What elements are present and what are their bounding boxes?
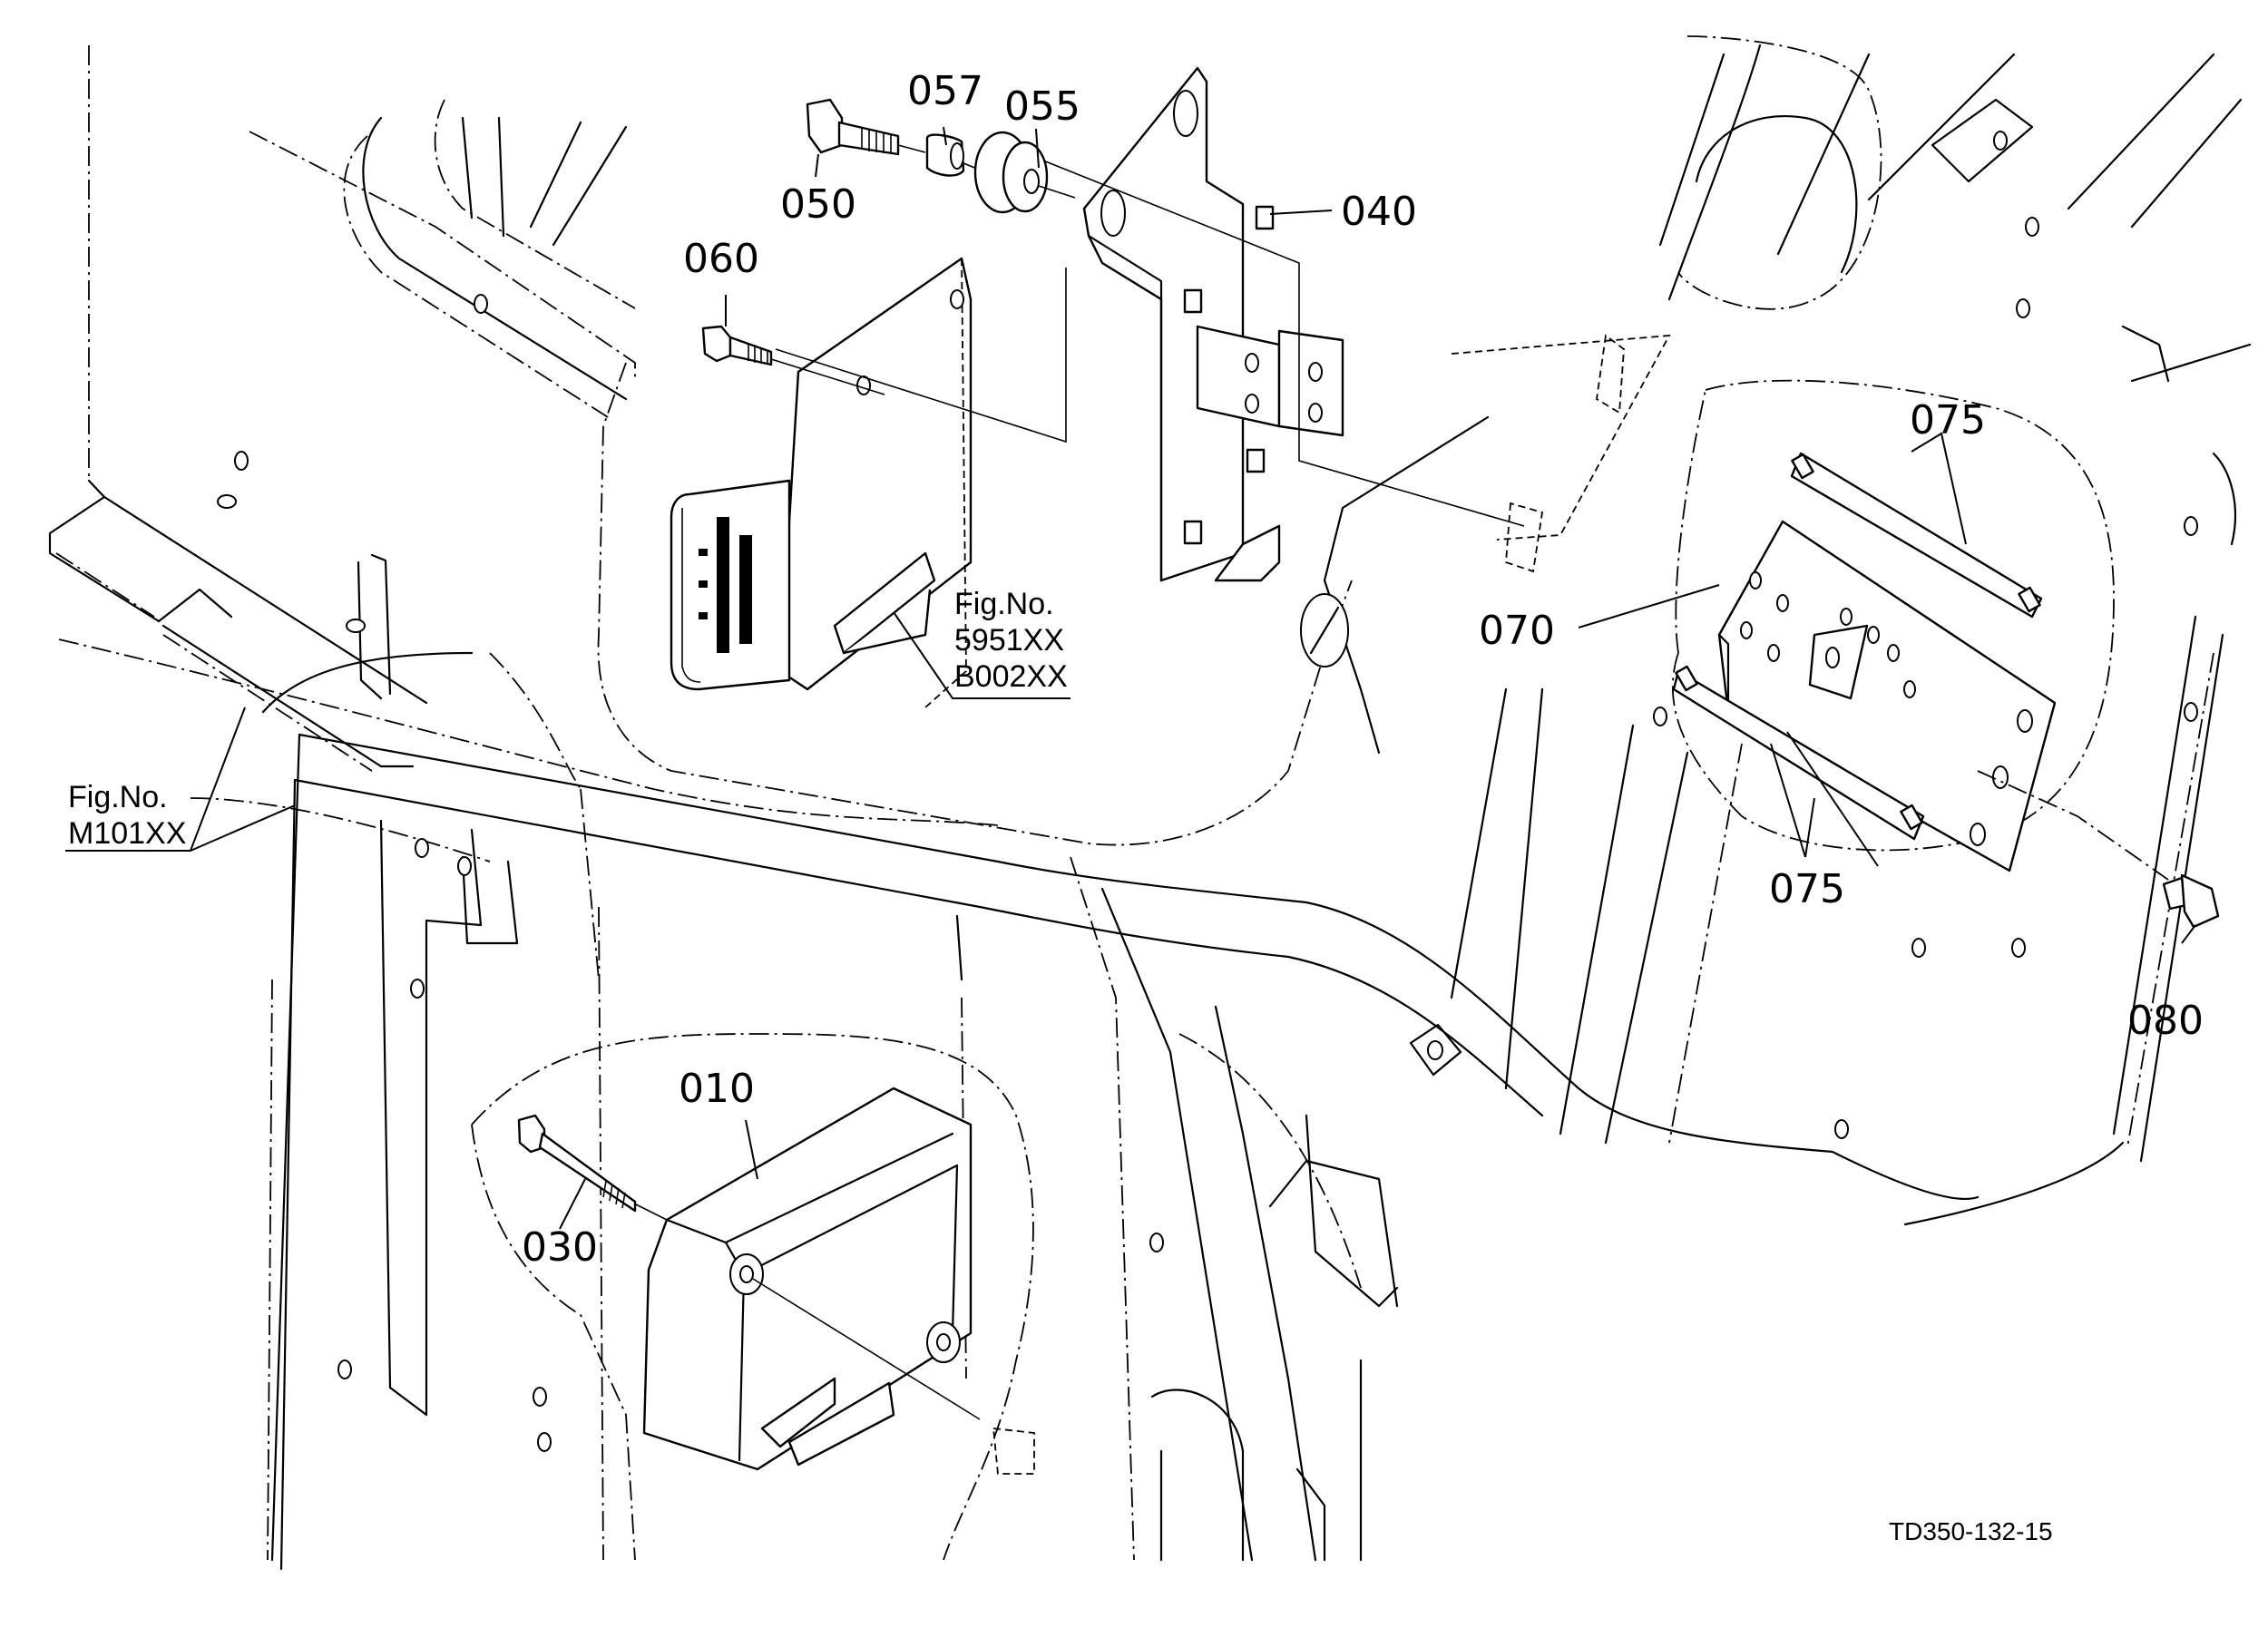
bolt-060[interactable] <box>701 325 773 366</box>
callout-060[interactable]: 060 <box>683 236 759 282</box>
callouts: 057 055 050 040 060 075 070 075 080 010 … <box>65 68 2204 1545</box>
callout-040[interactable]: 040 <box>1341 189 1417 235</box>
fig-ref-5951-title: Fig.No. <box>954 587 1054 621</box>
ecu-module <box>670 257 973 708</box>
callout-057[interactable]: 057 <box>907 68 983 114</box>
bracket-040[interactable] <box>1082 66 1344 582</box>
cushion-075-lower[interactable] <box>1672 665 1925 841</box>
callout-070[interactable]: 070 <box>1479 608 1555 654</box>
hidden-nut <box>992 1427 1035 1475</box>
hidden-plate-ghost <box>1451 334 1671 573</box>
fig-ref-m101-title: Fig.No. <box>68 780 168 814</box>
bolt-080[interactable] <box>2162 873 2220 929</box>
cushion-055[interactable] <box>973 131 1049 214</box>
fig-ref-b002-number[interactable]: B002XX <box>954 659 1068 694</box>
callout-010[interactable]: 010 <box>679 1066 755 1112</box>
centerline-080 <box>1977 770 2169 881</box>
fig-ref-m101-number[interactable]: M101XX <box>68 816 186 851</box>
fig-ref-5951-number[interactable]: 5951XX <box>954 623 1064 658</box>
centerline-055 <box>1038 185 1076 199</box>
centerline-050 <box>897 144 926 153</box>
frame-background <box>48 35 2252 1571</box>
collar-057[interactable] <box>925 133 965 177</box>
drawing-code: TD350-132-15 <box>1889 1517 2053 1545</box>
callout-080[interactable]: 080 <box>2127 998 2204 1044</box>
centerline-ecu <box>775 268 1067 443</box>
bolt-050[interactable] <box>806 98 900 156</box>
callout-030[interactable]: 030 <box>522 1224 598 1271</box>
cushion-075-upper[interactable] <box>1790 452 2043 619</box>
centerline-060 <box>770 358 885 395</box>
bolt-030[interactable] <box>517 1114 637 1213</box>
centerline-040 <box>1038 158 1525 527</box>
connector-pins <box>699 517 752 653</box>
callout-075-lower[interactable]: 075 <box>1769 866 1845 912</box>
centerline-010 <box>630 1201 981 1420</box>
controller-010[interactable] <box>642 1087 973 1471</box>
callout-075-upper[interactable]: 075 <box>1910 397 1986 443</box>
callout-050[interactable]: 050 <box>780 181 856 228</box>
callout-055[interactable]: 055 <box>1004 83 1080 130</box>
